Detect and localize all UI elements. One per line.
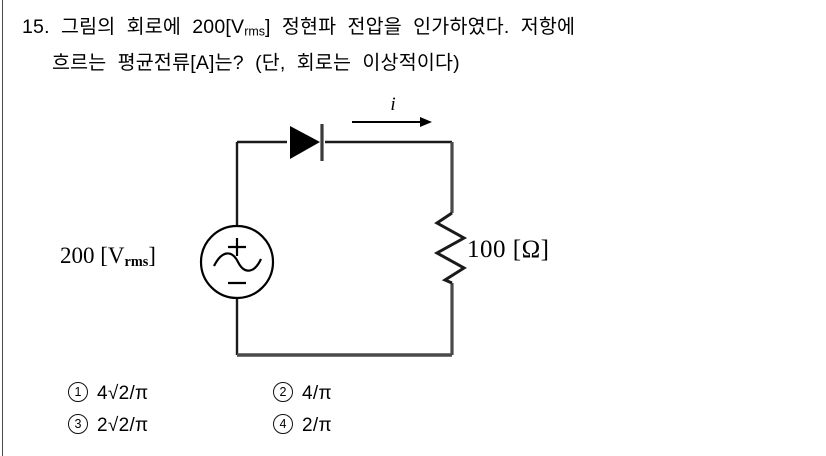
answer-choice-2-text: 4/π [302, 383, 332, 404]
answer-choice-1-number: 1 [68, 382, 88, 403]
answer-choice-2-number: 2 [273, 382, 293, 403]
answer-choice-4-text: 2/π [302, 415, 332, 436]
resistor-label: 100 [Ω] [467, 236, 550, 263]
answer-choice-4[interactable]: 4 2/π [273, 414, 332, 437]
answer-choices: 1 4√2/π 2 4/π 3 2√2/π 4 2/π [68, 382, 528, 447]
source-label-value: 200 [60, 243, 95, 268]
answer-choice-3-number: 3 [68, 414, 88, 435]
source-label-unit-subscript: rms [124, 253, 149, 270]
source-label: 200 [Vrms] [60, 243, 156, 271]
question-block: 15. 그림의 회로에 200[Vrms] 정현파 전압을 인가하였다. 저항에… [22, 12, 722, 79]
ac-source-plus-icon [228, 238, 246, 256]
answer-choice-2[interactable]: 2 4/π [273, 382, 332, 405]
question-line-1: 15. 그림의 회로에 200[Vrms] 정현파 전압을 인가하였다. 저항에 [22, 12, 722, 48]
resistor-zigzag-icon [433, 211, 468, 285]
ac-source-sine-icon [213, 252, 262, 272]
question-line-1-post: ] 정현파 전압을 인가하였다. 저항에 [265, 16, 576, 38]
answer-choice-3[interactable]: 3 2√2/π [68, 414, 273, 437]
answer-row-2: 3 2√2/π 4 2/π [68, 414, 528, 447]
answer-choice-4-number: 4 [273, 414, 293, 435]
answer-row-1: 1 4√2/π 2 4/π [68, 382, 528, 415]
answer-choice-1-text: 4√2/π [97, 383, 149, 404]
diode-triangle-icon [290, 126, 320, 159]
source-label-unit-close: ] [148, 243, 156, 268]
question-line-1-pre: 15. 그림의 회로에 200[V [22, 16, 245, 38]
answer-choice-1[interactable]: 1 4√2/π [68, 382, 273, 405]
ac-source-circle-icon [199, 224, 275, 300]
question-line-2: 흐르는 평균전류[A]는? (단, 회로는 이상적이다) [52, 51, 460, 74]
page-left-margin-rule [2, 0, 3, 456]
source-label-unit-open: [V [94, 243, 125, 268]
answer-choice-3-text: 2√2/π [97, 415, 149, 436]
question-line-1-subscript: rms [244, 24, 265, 39]
current-label: i [390, 94, 395, 115]
current-arrow-head-icon [420, 117, 432, 127]
